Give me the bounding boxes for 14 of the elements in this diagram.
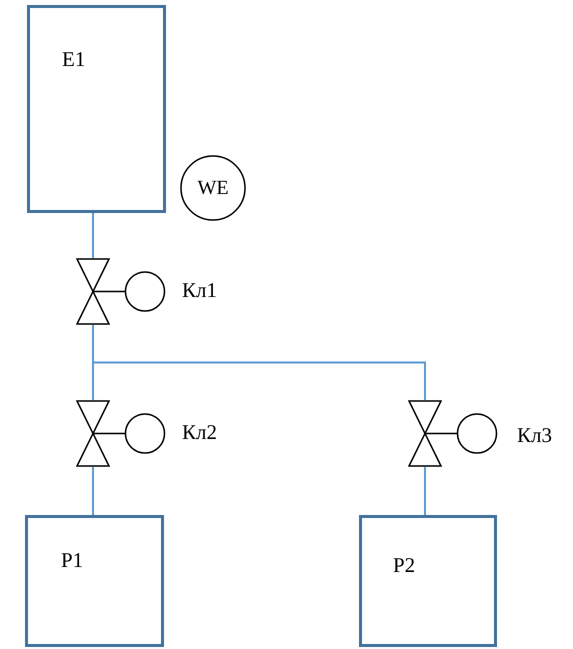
pipe-line [424,467,426,515]
valve-label: Кл2 [182,422,217,443]
tank-label: P2 [393,555,416,576]
valve-label: Кл1 [182,280,217,301]
valve-label: Кл3 [517,425,552,446]
pipe-line [92,325,426,400]
instrument-label: WE [197,178,229,198]
tank-box [359,515,497,647]
pipe-line [92,467,94,515]
tank-box [27,5,166,213]
pipe-line [92,213,94,258]
tank-box [25,515,164,647]
tank-label: P1 [61,550,84,571]
tank-label: E1 [62,49,86,70]
